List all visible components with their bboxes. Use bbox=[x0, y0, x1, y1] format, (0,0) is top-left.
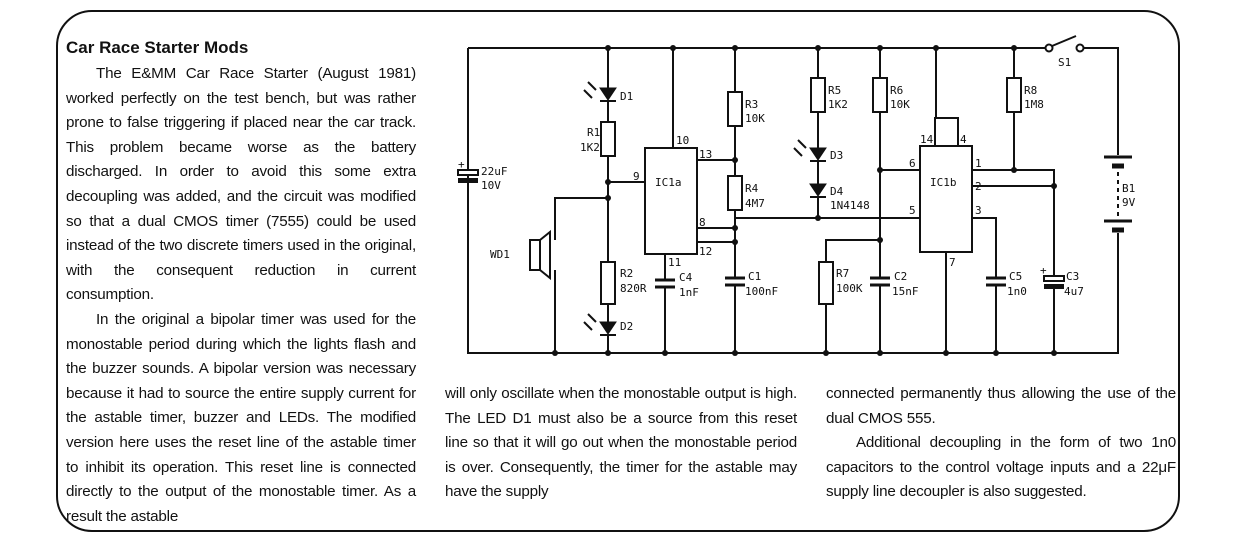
paragraph: connected permanently thus allowing the … bbox=[826, 385, 1176, 427]
text-column-2: will only oscillate when the monostable … bbox=[445, 382, 797, 505]
text-column-3: connected permanently thus allowing the … bbox=[826, 382, 1176, 505]
paragraph: In the original a bipolar timer was used… bbox=[66, 310, 416, 525]
cropped-top-text bbox=[0, 0, 340, 3]
paragraph: The E&MM Car Race Starter (August 1981) … bbox=[66, 65, 416, 304]
article-title: Car Race Starter Mods bbox=[66, 38, 249, 57]
paragraph: Additional decoupling in the form of two… bbox=[826, 434, 1176, 501]
paragraph: will only oscillate when the monostable … bbox=[445, 385, 797, 501]
article-frame bbox=[56, 10, 1180, 532]
text-column-1: The E&MM Car Race Starter (August 1981) … bbox=[66, 62, 416, 529]
